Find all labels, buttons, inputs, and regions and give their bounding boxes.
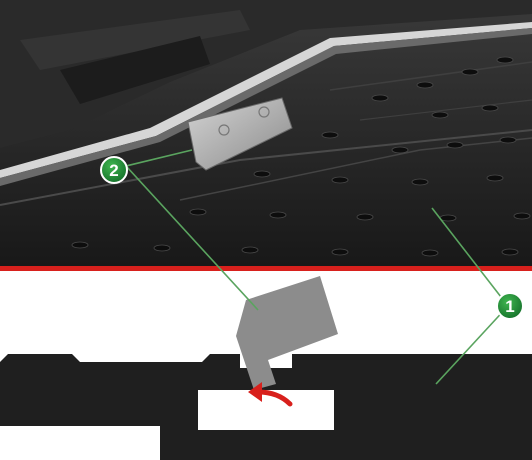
callout-1-label: 1 [505, 297, 514, 316]
platen-photo [0, 0, 532, 268]
section-divider [0, 266, 532, 271]
callout-2: 2 [101, 157, 127, 183]
callout-1: 1 [497, 293, 523, 319]
callout-2-label: 2 [109, 161, 118, 180]
